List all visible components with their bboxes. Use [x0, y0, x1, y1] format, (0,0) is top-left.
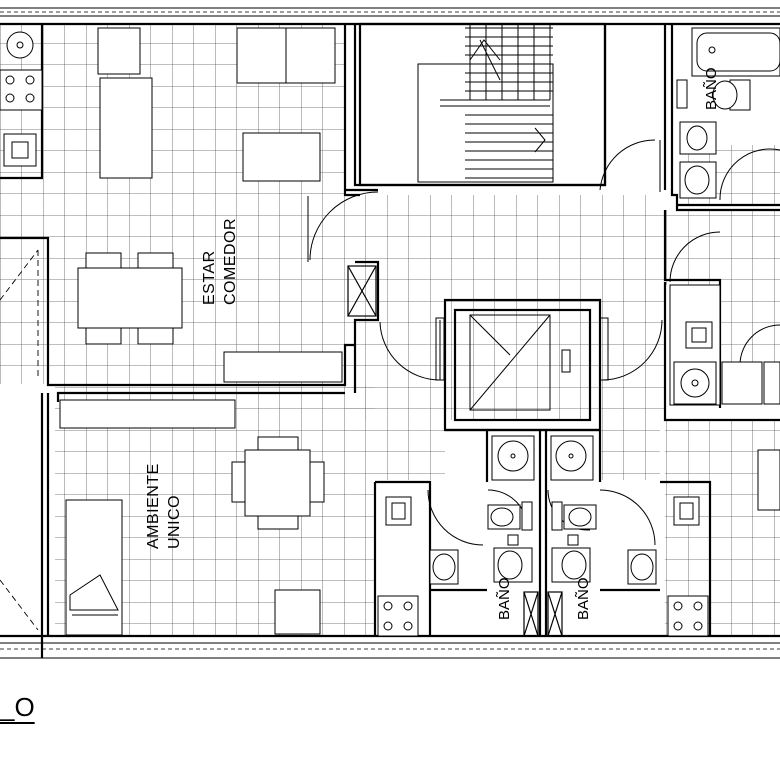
label-ambiente: AMBIENTE: [145, 463, 162, 549]
bathroom-top-right: [676, 27, 780, 199]
doors: [307, 139, 780, 546]
ambiente-furniture: [59, 399, 325, 636]
plan-caption: _O: [0, 692, 35, 722]
kitchen-right: [669, 284, 780, 511]
elevator: [469, 314, 571, 411]
kitchen-left: [0, 27, 336, 182]
duct-shafts: [347, 265, 563, 637]
label-unico: UNICO: [166, 495, 183, 549]
bottom-boundary: [0, 634, 780, 659]
staircase: [417, 24, 554, 183]
label-bano-top-right: BAÑO: [703, 67, 720, 110]
label-comedor: COMEDOR: [222, 218, 239, 305]
top-boundary: [0, 7, 780, 26]
label-estar: ESTAR: [201, 250, 218, 305]
label-bano-left: BAÑO: [496, 577, 513, 620]
label-bano-right: BAÑO: [575, 577, 592, 620]
dining-table: [77, 252, 343, 383]
dashed-projection: [0, 249, 39, 631]
bathroom-fixtures: [377, 435, 709, 637]
